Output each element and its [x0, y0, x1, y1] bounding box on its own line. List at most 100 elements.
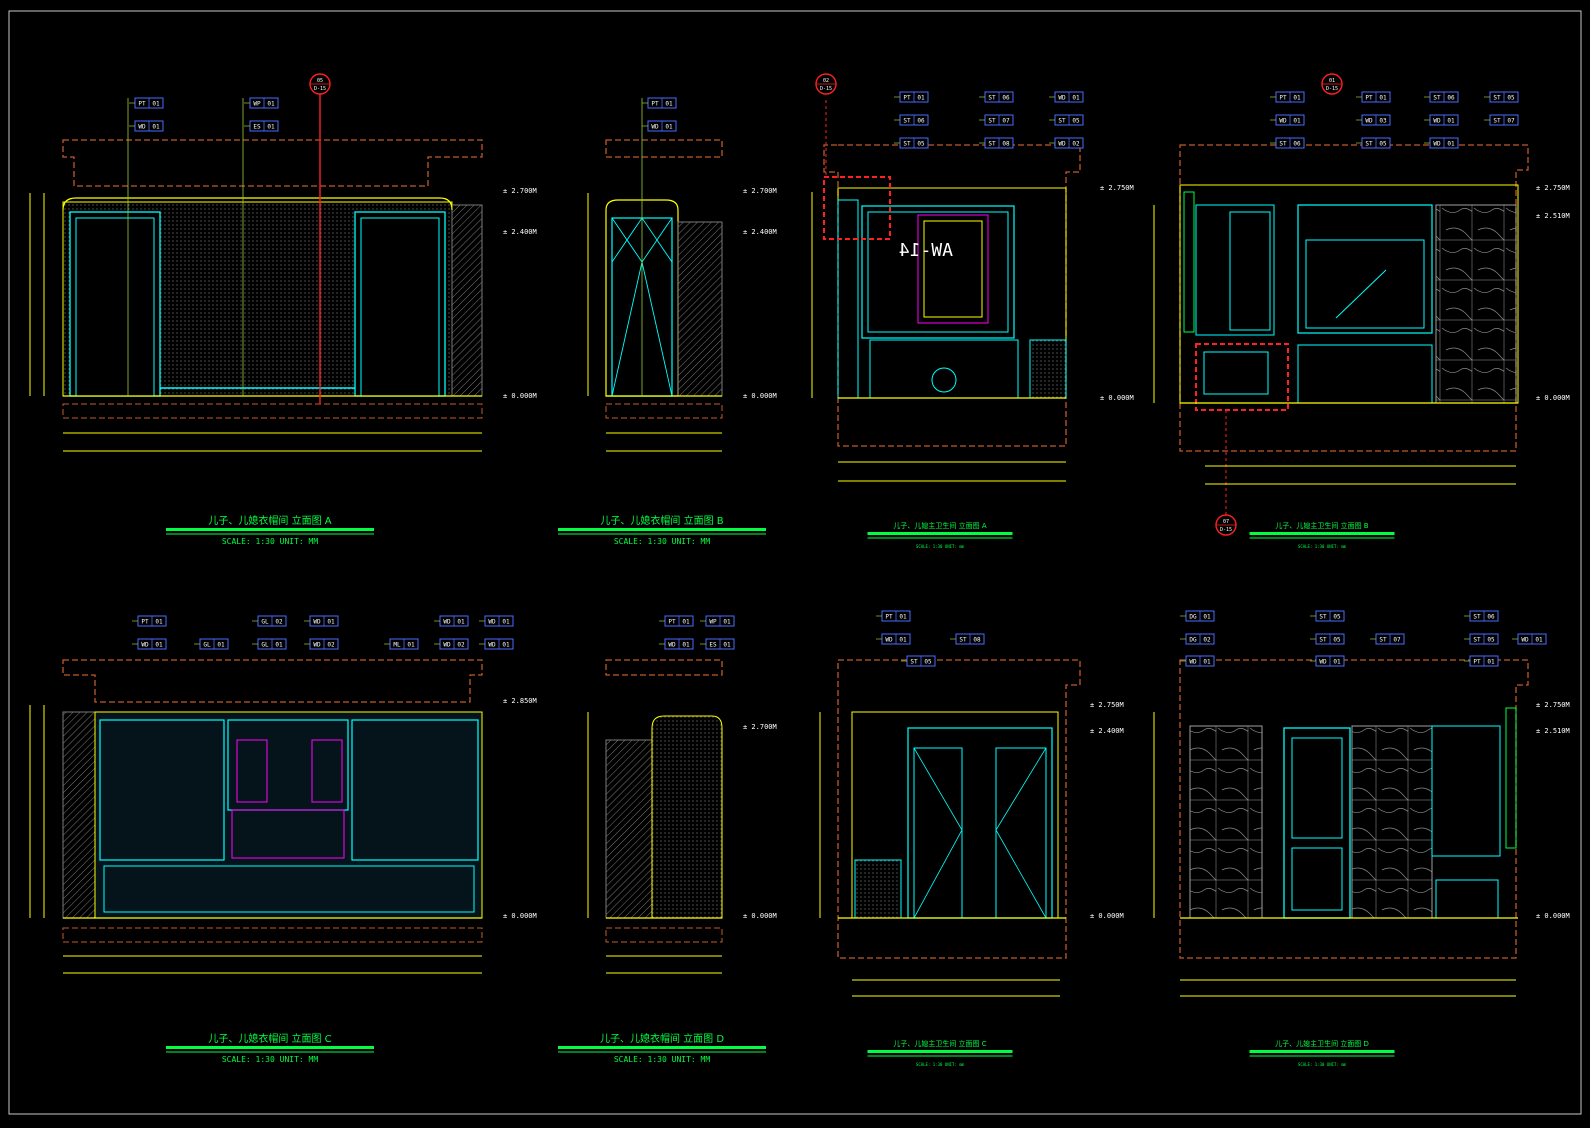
tag-code: WD — [1279, 118, 1287, 125]
tag-number: 01 — [1072, 95, 1080, 102]
tag-code: ST — [1319, 614, 1327, 621]
tag-number: 02 — [327, 642, 335, 649]
section-marker-4: 07D-15 — [1215, 514, 1237, 536]
tag-code: ST — [988, 118, 996, 125]
tag-code: WD — [1433, 141, 1441, 148]
tag-number: 01 — [1293, 118, 1301, 125]
tag-code: ST — [1058, 118, 1066, 125]
tag-code: ST — [910, 659, 918, 666]
level-b-2400: ± 2.400M — [743, 228, 777, 236]
tag-code: ST — [1493, 118, 1501, 125]
tag-number: 06 — [1002, 95, 1010, 102]
level-bb-2510: ± 2.510M — [1536, 212, 1570, 220]
tag-code: PT — [1365, 95, 1373, 102]
tag-number: 01 — [1487, 659, 1495, 666]
tag-code: WD — [1365, 118, 1373, 125]
tag-number: 01 — [1293, 95, 1301, 102]
tag-code: PT — [1279, 95, 1287, 102]
tag-number: 01 — [327, 619, 335, 626]
tag-number: 01 — [899, 637, 907, 644]
tag-code: ST — [1493, 95, 1501, 102]
tag-code: WD — [141, 642, 149, 649]
tag-number: 01 — [1447, 118, 1455, 125]
section-sheet: D-15 — [314, 86, 326, 92]
tag-code: PT — [138, 101, 146, 108]
tag-number: 01 — [155, 619, 163, 626]
tag-code: GL — [203, 642, 211, 649]
level-d-0: ± 0.000M — [743, 912, 777, 920]
tag-code: WD — [668, 642, 676, 649]
tag-number: 06 — [917, 118, 925, 125]
elevation-scale-text: SCALE: 1:30 UNIT: MM — [614, 1055, 711, 1064]
section-marker-1: 05D-15 — [309, 73, 331, 95]
elevation-scale-text: SCALE: 1:30 UNIT: mm — [916, 1062, 965, 1067]
tag-code: WD — [1058, 95, 1066, 102]
elevation-scale-text: SCALE: 1:30 UNIT: MM — [222, 1055, 319, 1064]
tag-code: ST — [1473, 637, 1481, 644]
tag-number: 01 — [407, 642, 415, 649]
level-bd-top: ± 2.750M — [1536, 701, 1570, 709]
level-bc-top: ± 2.750M — [1090, 701, 1124, 709]
tag-code: DG — [1189, 637, 1197, 644]
elevation-bathroom-c — [819, 659, 1081, 997]
section-number: 07 — [1223, 519, 1229, 525]
sheet-border — [8, 10, 1582, 1115]
level-bd-0: ± 0.000M — [1536, 912, 1570, 920]
level-ba-top: ± 2.750M — [1100, 184, 1134, 192]
tag-code: WD — [443, 619, 451, 626]
tag-number: 02 — [275, 619, 283, 626]
tag-code: ST — [988, 141, 996, 148]
level-bc-0: ± 0.000M — [1090, 912, 1124, 920]
tag-number: 07 — [1002, 118, 1010, 125]
mirror-label: AW-14 — [899, 240, 953, 261]
tag-code: WD — [488, 642, 496, 649]
level-b-0: ± 0.000M — [743, 392, 777, 400]
level-bc-2400: ± 2.400M — [1090, 727, 1124, 735]
level-bb-top: ± 2.750M — [1536, 184, 1570, 192]
tag-number: 01 — [152, 124, 160, 131]
title-underline — [558, 1046, 766, 1049]
elevation-title-text: 儿子、儿媳主卫生间 立面图 D — [1275, 1039, 1369, 1048]
tag-number: 01 — [723, 619, 731, 626]
tag-code: ST — [1279, 141, 1287, 148]
tag-code: WD — [138, 124, 146, 131]
tag-number: 01 — [502, 642, 510, 649]
section-sheet: D-15 — [820, 86, 832, 92]
tag-number: 01 — [1333, 659, 1341, 666]
elevation-bathroom-b — [1153, 144, 1529, 515]
tag-number: 05 — [1333, 637, 1341, 644]
tag-number: 08 — [1002, 141, 1010, 148]
tag-code: ML — [393, 642, 401, 649]
tag-code: WD — [1319, 659, 1327, 666]
tag-number: 07 — [1507, 118, 1515, 125]
tag-number: 06 — [1293, 141, 1301, 148]
tag-code: PT — [903, 95, 911, 102]
tag-code: WD — [1521, 637, 1529, 644]
title-underline — [166, 1046, 374, 1049]
